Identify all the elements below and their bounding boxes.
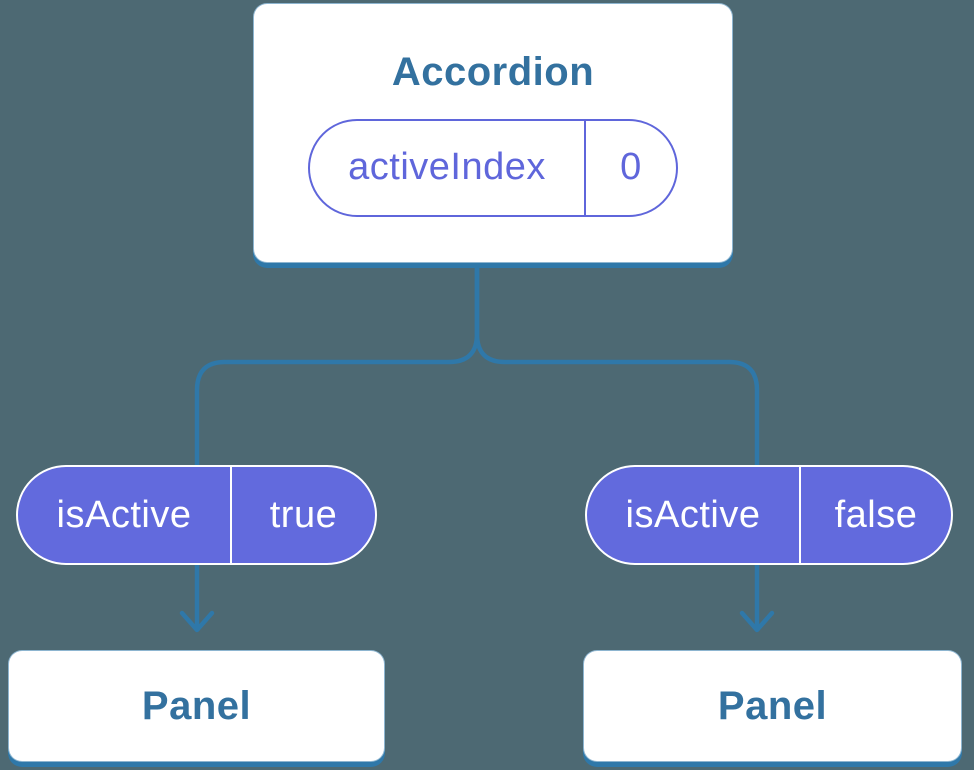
branch-right-line [474, 266, 760, 629]
panel-node-right: Panel [583, 650, 962, 762]
prop-name-label: isActive [18, 467, 232, 563]
state-value-label: 0 [620, 146, 642, 188]
prop-value-label: false [834, 493, 918, 536]
prop-value-label: true [269, 493, 338, 536]
branch-left-line [194, 266, 480, 629]
prop-pill-left: isActive true [16, 465, 377, 565]
arrow-down-icon [179, 610, 215, 633]
accordion-node-title: Accordion [391, 49, 595, 94]
prop-pill-right: isActive false [585, 465, 953, 565]
panel-node-title: Panel [717, 683, 828, 728]
state-pill: activeIndex 0 [308, 118, 678, 217]
panel-node-left: Panel [8, 650, 385, 762]
state-name-label: activeIndex [310, 120, 586, 215]
prop-name-label: isActive [587, 467, 801, 563]
accordion-node: Accordion activeIndex 0 [253, 3, 733, 263]
panel-node-title: Panel [141, 683, 252, 728]
arrow-down-icon [739, 610, 775, 633]
